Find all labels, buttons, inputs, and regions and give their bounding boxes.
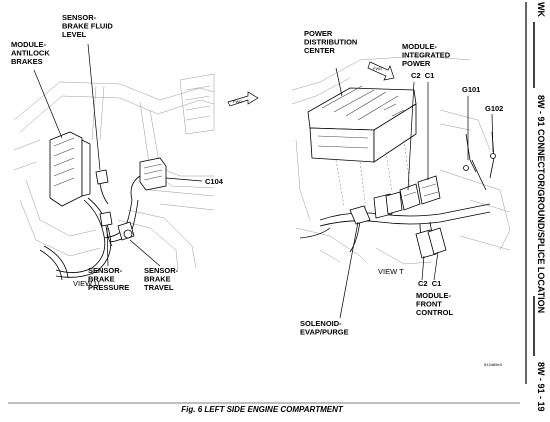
label-line: MODULE- — [416, 291, 451, 300]
label-line: ANTILOCK — [11, 48, 50, 57]
label-g101: G101 — [462, 85, 480, 94]
label-line: MODULE- — [11, 40, 46, 49]
label-line: BRAKE FLUID — [62, 21, 113, 30]
label-line: CENTER — [304, 46, 335, 55]
label-line: SENSOR- — [88, 266, 123, 275]
leader-antilock — [33, 69, 63, 139]
label-view-t: VIEW T — [378, 267, 404, 276]
label-line: BRAKES — [11, 57, 43, 66]
page-number: 8W - 91 - 19 — [536, 362, 546, 412]
section-title: 8W - 91 CONNECTOR/GROUND/SPLICE LOCATION — [536, 95, 546, 313]
figure-id: 812d89e9 — [484, 362, 503, 367]
label-line: CONTROL — [416, 308, 453, 317]
label-line: FRONT — [416, 299, 442, 308]
label-line: INTEGRATED — [402, 50, 451, 59]
label-solenoid-evap-purge: SOLENOID-EVAP/PURGE — [300, 319, 349, 336]
figure-caption: Fig. 6 LEFT SIDE ENGINE COMPARTMENT — [181, 405, 344, 414]
fwd-label-right: FWD — [373, 66, 382, 71]
vehicle-code: WK — [536, 2, 546, 17]
leader-ipm — [407, 81, 429, 191]
label-line: PRESSURE — [88, 283, 129, 292]
label-line: BRAKE — [88, 274, 115, 283]
leader-c104 — [165, 177, 203, 182]
label-line: EVAP/PURGE — [300, 327, 349, 336]
label-line: SOLENOID- — [300, 319, 342, 328]
leader-solenoid — [339, 221, 359, 319]
label-line: SENSOR- — [62, 13, 97, 22]
label-fcm-connectors: C2 C1 — [418, 279, 441, 288]
fwd-label-left: FWD — [233, 99, 242, 104]
view-t-drawing — [291, 55, 511, 265]
label-line: POWER — [402, 59, 431, 68]
leader-pdc — [335, 67, 343, 97]
fwd-arrow-left: FWD — [227, 91, 259, 107]
leader-travel — [129, 239, 161, 267]
label-line: MODULE- — [402, 42, 437, 51]
leader-pressure — [106, 227, 109, 267]
label-line: LEVEL — [62, 30, 87, 39]
fwd-arrow-right: FWD — [367, 61, 395, 81]
label-line: POWER — [304, 29, 333, 38]
label-ipm-connectors: C2 C1 — [411, 71, 434, 80]
leader-fluid-level — [87, 43, 101, 171]
view-u-drawing — [13, 73, 215, 281]
label-view-u: VIEW U — [73, 279, 100, 288]
label-line: DISTRIBUTION — [304, 37, 357, 46]
label-line: SENSOR- — [144, 266, 179, 275]
label-line: BRAKE — [144, 274, 171, 283]
leader-fcm — [421, 251, 439, 281]
label-line: TRAVEL — [144, 283, 174, 292]
label-c104: C104 — [205, 177, 224, 186]
label-g102: G102 — [485, 104, 503, 113]
leader-g102 — [491, 113, 494, 153]
